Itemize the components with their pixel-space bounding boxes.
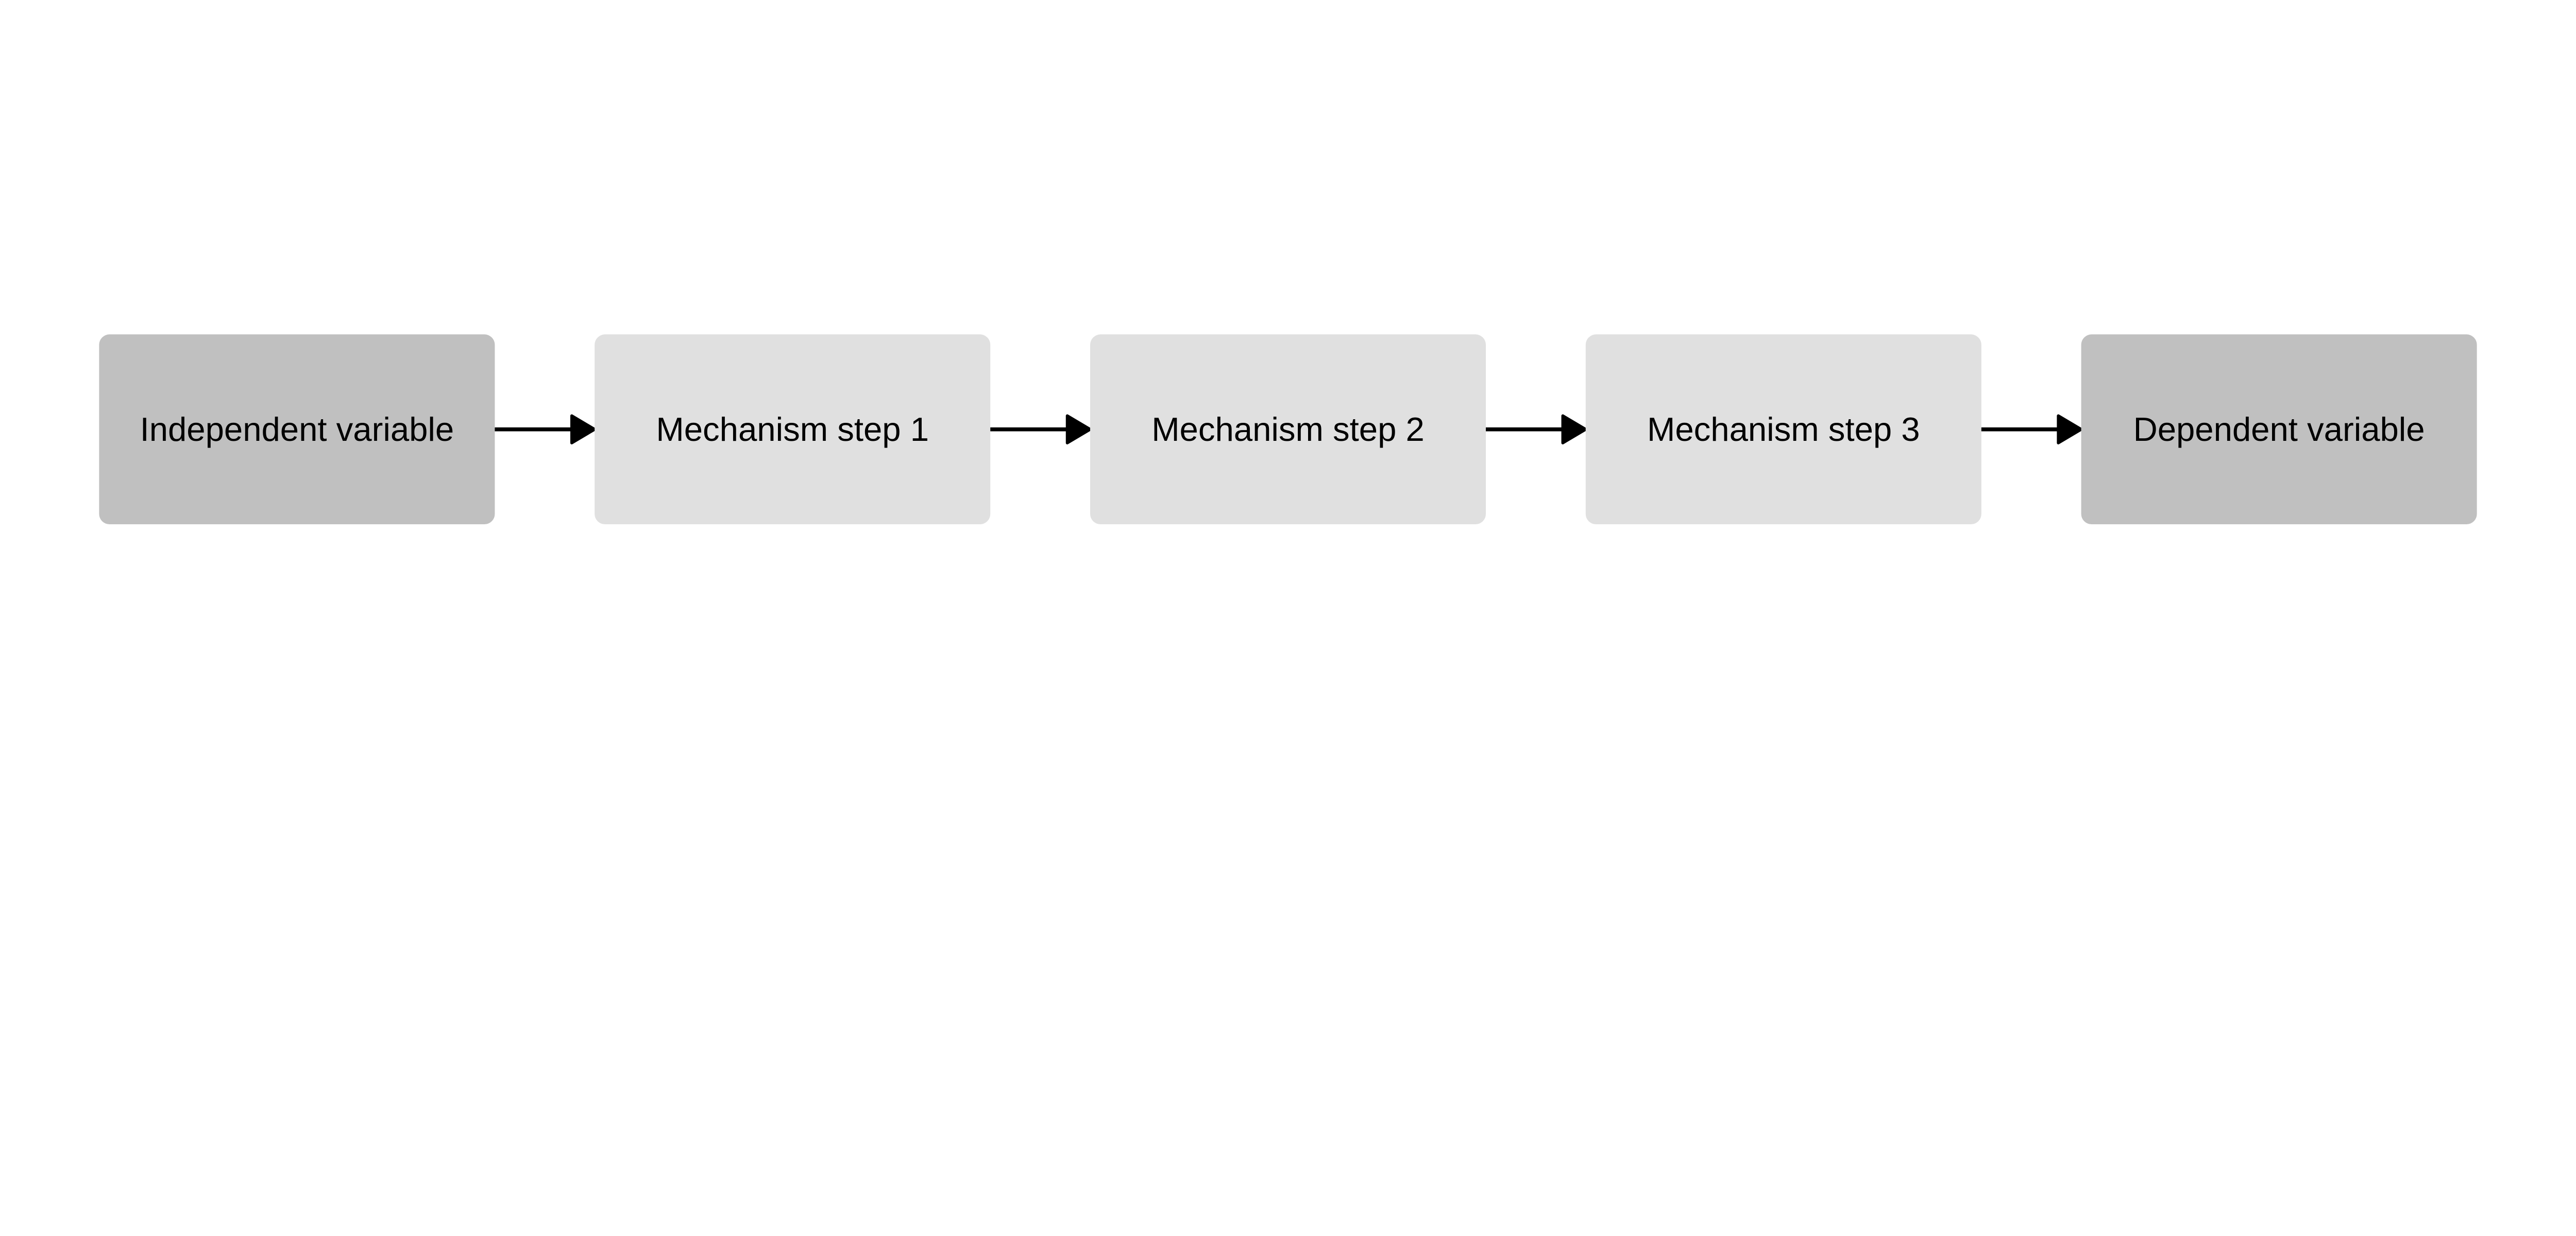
node-box xyxy=(2081,334,2477,525)
arrowhead-icon xyxy=(570,414,596,444)
node-label: Mechanism step 3 xyxy=(1647,410,1920,448)
edges xyxy=(493,414,2083,444)
node-label: Independent variable xyxy=(140,410,454,448)
flowchart-diagram: Independent variable Mechanism step 1 Mech… xyxy=(99,334,2477,525)
arrow-m3-dv xyxy=(1979,414,2083,444)
arrowhead-icon xyxy=(2057,414,2083,444)
node-m3: Mechanism step 3 xyxy=(1585,334,1981,525)
node-iv: Independent variable xyxy=(99,334,495,525)
arrowhead-icon xyxy=(1065,414,1092,444)
node-label: Dependent variable xyxy=(2133,410,2425,448)
nodes: Independent variable Mechanism step 1 Mech… xyxy=(99,334,2477,525)
node-box xyxy=(1585,334,1981,525)
arrow-iv-m1 xyxy=(493,414,596,444)
arrow-m1-m2 xyxy=(988,414,1092,444)
arrow-m2-m3 xyxy=(1484,414,1587,444)
node-box xyxy=(595,334,991,525)
node-dv: Dependent variable xyxy=(2081,334,2477,525)
node-box xyxy=(1090,334,1486,525)
node-m1: Mechanism step 1 xyxy=(595,334,991,525)
node-m2: Mechanism step 2 xyxy=(1090,334,1486,525)
arrowhead-icon xyxy=(1561,414,1587,444)
node-box xyxy=(99,334,495,525)
node-label: Mechanism step 2 xyxy=(1151,410,1425,448)
node-label: Mechanism step 1 xyxy=(656,410,929,448)
